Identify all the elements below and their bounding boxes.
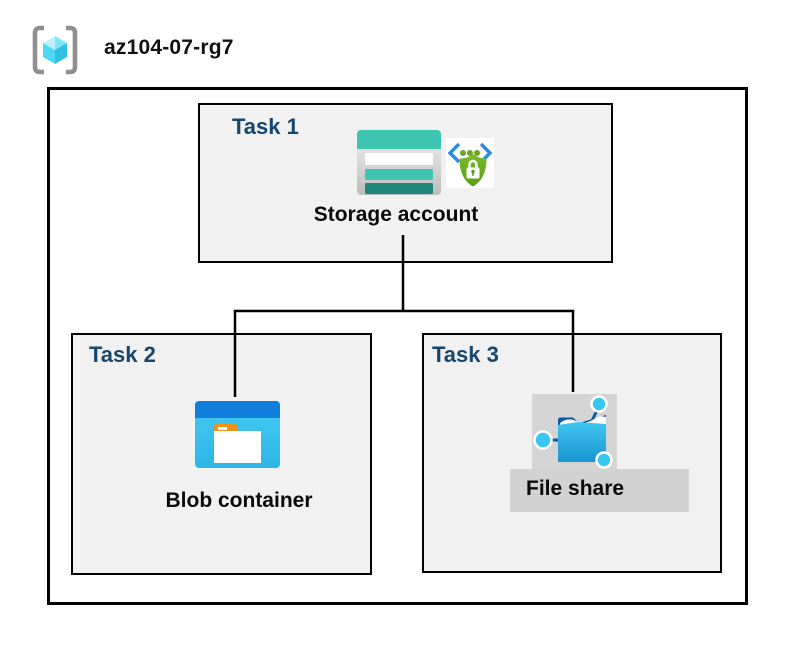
- task2-resource-name: Blob container: [165, 489, 313, 512]
- storage-account-icon: [357, 130, 441, 195]
- task1-box: Task 1: [198, 103, 613, 263]
- resource-group-icon-svg: [32, 25, 78, 75]
- task2-label: Task 2: [89, 342, 156, 367]
- file-share-icon: [530, 391, 619, 471]
- task1-resource-name: Storage account: [313, 203, 479, 226]
- task2-box: Task 2 Blob container: [71, 333, 372, 575]
- resource-group-icon: [30, 24, 80, 76]
- task3-box: Task 3: [422, 333, 722, 573]
- blob-container-icon: [195, 401, 280, 468]
- file-share-label-highlight: File share: [510, 469, 689, 512]
- sas-security-icon: [446, 138, 494, 188]
- task1-label: Task 1: [232, 114, 299, 139]
- file-share-icon-background: [532, 394, 617, 469]
- task3-label: Task 3: [432, 342, 499, 367]
- task3-resource-name: File share: [526, 477, 625, 500]
- resource-group-name: az104-07-rg7: [104, 36, 234, 59]
